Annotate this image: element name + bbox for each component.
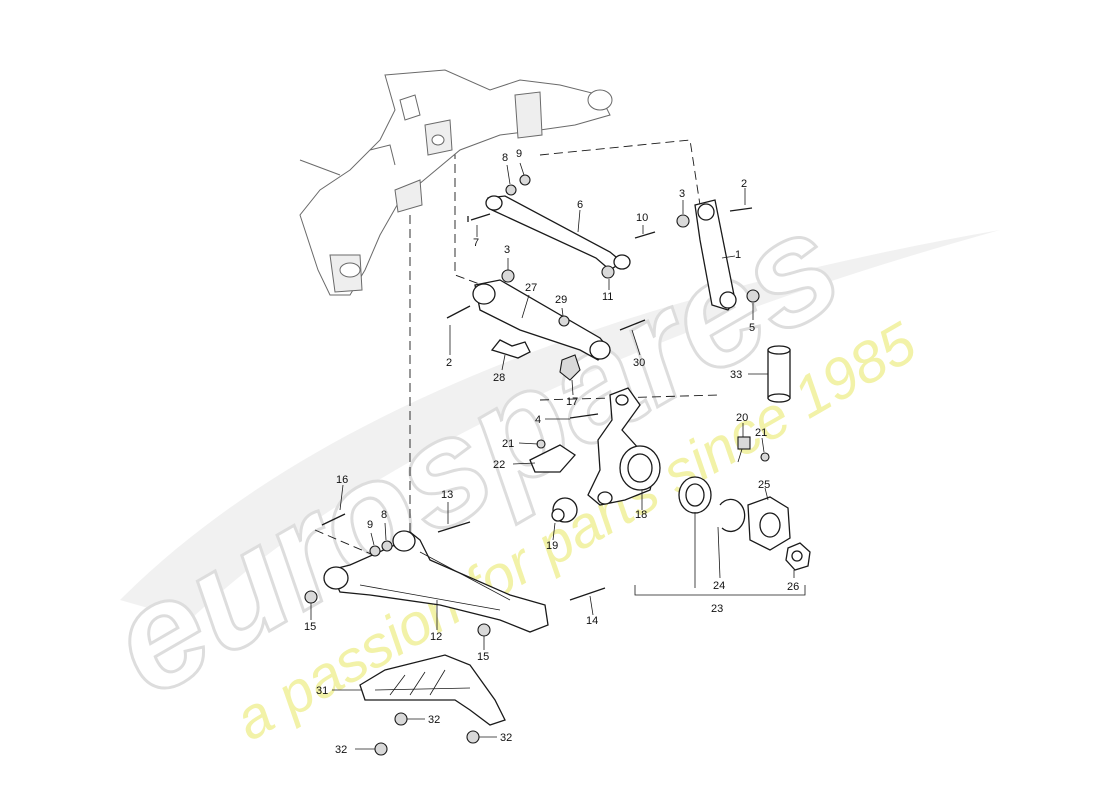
callout-32: 32 [335, 744, 347, 756]
fasteners [304, 174, 770, 756]
callout-18: 18 [635, 509, 647, 521]
toe-link-1 [694, 199, 737, 311]
callout-14: 14 [586, 615, 598, 627]
callout-15: 15 [477, 651, 489, 663]
bracket-22 [529, 444, 576, 473]
callout-16: 16 [336, 474, 348, 486]
lower-wishbone-12 [323, 530, 549, 633]
callout-8: 8 [381, 509, 387, 521]
hub-nut-26 [785, 542, 811, 571]
callout-1: 1 [735, 249, 741, 261]
callout-26: 26 [787, 581, 799, 593]
callout-29: 29 [555, 294, 567, 306]
control-arm-27 [472, 279, 611, 361]
callout-11: 11 [602, 291, 613, 303]
callout-21: 21 [502, 438, 514, 450]
callout-24: 24 [713, 580, 725, 592]
callout-4: 4 [535, 414, 541, 426]
callout-labels: 1 2 2 3 3 4 5 6 7 8 8 9 9 10 11 12 13 14… [304, 148, 799, 756]
callout-2: 2 [741, 178, 747, 190]
callout-33: 33 [730, 369, 742, 381]
callout-6: 6 [577, 199, 583, 211]
heat-shield-31 [359, 654, 506, 726]
leader-lines [310, 162, 806, 750]
callout-32: 32 [428, 714, 440, 726]
callout-19: 19 [546, 540, 558, 552]
callout-12: 12 [430, 631, 442, 643]
callout-17: 17 [566, 396, 578, 408]
callout-21: 21 [755, 427, 767, 439]
callout-7: 7 [473, 237, 479, 249]
callout-30: 30 [633, 357, 645, 369]
wheel-bearing [678, 476, 712, 514]
sensor-20 [737, 436, 751, 463]
callout-5: 5 [749, 322, 755, 334]
bushing-19 [551, 497, 578, 523]
callout-20: 20 [736, 412, 748, 424]
rear-subframe [299, 69, 613, 296]
callout-27: 27 [525, 282, 537, 294]
wheel-carrier-18 [587, 387, 661, 506]
sleeve-33 [767, 345, 791, 403]
callout-25: 25 [758, 479, 770, 491]
callout-9: 9 [367, 519, 373, 531]
circlip-24 [719, 498, 746, 533]
callout-3: 3 [504, 244, 510, 256]
callout-32: 32 [500, 732, 512, 744]
watermark-swoosh [120, 230, 1000, 620]
callout-28: 28 [493, 372, 505, 384]
callout-22: 22 [493, 459, 505, 471]
callout-9: 9 [516, 148, 522, 160]
callout-3: 3 [679, 188, 685, 200]
nut-17 [559, 354, 581, 381]
clip-28 [490, 339, 531, 359]
callout-13: 13 [441, 489, 453, 501]
wheel-hub-25 [747, 496, 791, 551]
callout-31: 31 [316, 685, 328, 697]
callout-10: 10 [636, 212, 648, 224]
callout-8: 8 [502, 152, 508, 164]
callout-23: 23 [711, 603, 723, 615]
upper-link-6 [485, 195, 631, 271]
callout-15: 15 [304, 621, 316, 633]
callout-2: 2 [446, 357, 452, 369]
